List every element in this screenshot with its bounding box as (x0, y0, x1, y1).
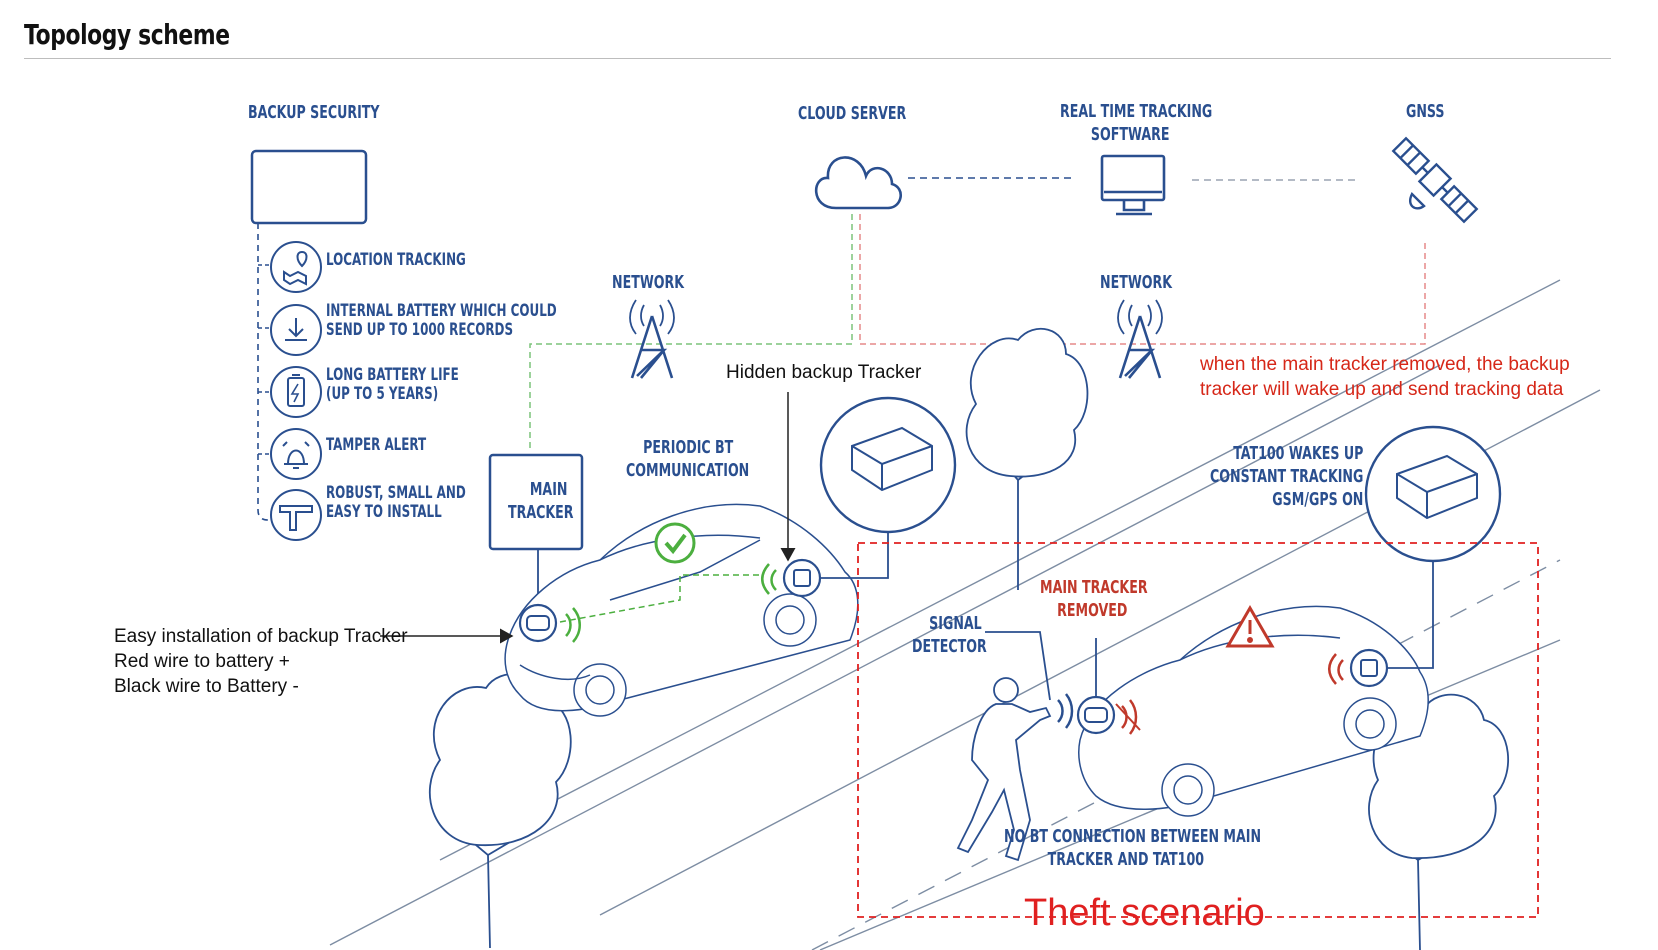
network-right-label: NETWORK (1100, 272, 1173, 293)
tat100-device-icon (851, 426, 933, 492)
car-left (504, 503, 859, 717)
battery-icon (270, 366, 322, 418)
theft-scenario-frame (857, 542, 1539, 918)
detector-signal-icon (1057, 693, 1074, 729)
satellite-icon (1391, 136, 1479, 224)
feature-robust: ROBUST, SMALL AND EASY TO INSTALL (326, 483, 466, 522)
tat100-node-right (1349, 648, 1389, 688)
feature-battery: INTERNAL BATTERY WHICH COULD SEND UP TO … (326, 301, 557, 340)
feature-location: LOCATION TRACKING (326, 250, 466, 270)
wake-up-annotation: when the main tracker removed, the backu… (1200, 354, 1570, 400)
cloud-to-backup-link (859, 214, 1426, 345)
main-tracker-box (488, 453, 584, 551)
hidden-backup-annotation: Hidden backup Tracker (726, 362, 922, 383)
check-icon (654, 522, 696, 564)
warning-icon (1225, 605, 1275, 648)
car-right (1078, 605, 1429, 817)
software-label: REAL TIME TRACKING SOFTWARE (1060, 101, 1213, 145)
install-annotation: Easy installation of backup Tracker Red … (114, 626, 408, 697)
monitor-icon (1100, 154, 1166, 216)
main-tracker-removed-label: MAIN TRACKER REMOVED (1040, 577, 1148, 621)
feature-battery-life: LONG BATTERY LIFE (UP TO 5 YEARS) (326, 365, 459, 404)
cloud-to-main-link (529, 214, 853, 448)
main-tracker-label: MAIN TRACKER (508, 479, 574, 523)
alarm-bell-icon (270, 428, 322, 480)
broken-signal-icon (1115, 699, 1141, 735)
map-pin-icon (270, 241, 322, 293)
tree-left (428, 673, 572, 949)
bt-wave-backup (761, 563, 777, 595)
signal-detector-label: SIGNAL DETECTOR (912, 613, 987, 657)
cloud-icon (814, 156, 902, 210)
no-bt-connection-label: NO BT CONNECTION BETWEEN MAIN TRACKER AN… (1004, 826, 1262, 870)
bt-wave-main (565, 607, 581, 643)
title-divider (24, 58, 1611, 59)
backup-security-heading: BACKUP SECURITY (248, 102, 380, 123)
page-title: Topology scheme (24, 18, 230, 51)
thief-figure (956, 677, 1052, 862)
periodic-bt-label: PERIODIC BT COMMUNICATION (626, 437, 750, 481)
tat100-device-icon-right (1396, 454, 1478, 520)
main-tracker-node (518, 603, 558, 643)
gnss-label: GNSS (1406, 101, 1445, 122)
backup-tracker-node (782, 558, 822, 598)
bt-link (559, 574, 760, 623)
cloud-server-label: CLOUD SERVER (798, 103, 907, 124)
feature-tamper: TAMPER ALERT (326, 435, 427, 455)
tat100-wakes-label: TAT100 WAKES UP CONSTANT TRACKING GSM/GP… (1210, 443, 1364, 510)
tat100-active-signal-icon (1328, 653, 1344, 685)
tower-left-icon (629, 299, 675, 379)
backup-security-box (250, 149, 368, 225)
tree-middle (965, 327, 1089, 590)
feature-rail (257, 223, 269, 521)
network-left-label: NETWORK (612, 272, 685, 293)
theft-scenario-label: Theft scenario (1024, 892, 1265, 934)
removed-tracker-node (1076, 695, 1116, 735)
tower-right-icon (1117, 299, 1163, 379)
